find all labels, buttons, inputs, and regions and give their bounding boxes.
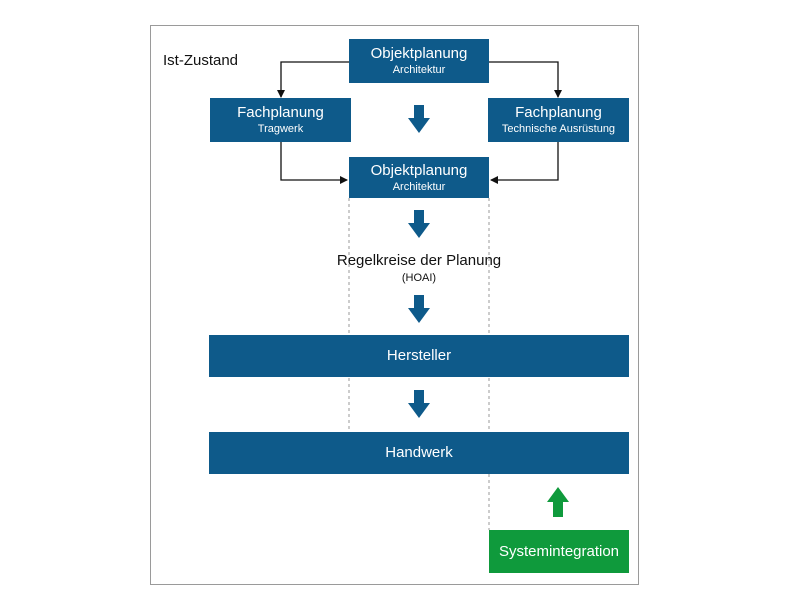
diagram-frame	[150, 25, 639, 585]
handwerk-title: Handwerk	[385, 444, 453, 462]
regelkreise-title: Regelkreise der Planung	[336, 252, 502, 269]
objektplanung-mid-title: Objektplanung	[370, 161, 468, 179]
regelkreise-subtitle: (HOAI)	[401, 272, 437, 284]
objektplanung-mid-subtitle: Architektur	[392, 180, 446, 193]
objektplanung-top-subtitle: Architektur	[392, 64, 446, 77]
fachplanung-tragwerk-title: Fachplanung	[237, 104, 324, 122]
objektplanung-top-box: Objektplanung Architektur	[349, 39, 489, 83]
hersteller-title: Hersteller	[386, 347, 452, 365]
fachplanung-tga-subtitle: Technische Ausrüstung	[501, 123, 616, 136]
fachplanung-tragwerk-box: Fachplanung Tragwerk	[210, 98, 351, 142]
fachplanung-tragwerk-subtitle: Tragwerk	[257, 123, 304, 136]
hersteller-box: Hersteller	[209, 335, 629, 377]
systemintegration-title: Systemintegration	[498, 542, 620, 560]
objektplanung-top-title: Objektplanung	[370, 45, 468, 63]
systemintegration-box: Systemintegration	[489, 530, 629, 573]
objektplanung-mid-box: Objektplanung Architektur	[349, 157, 489, 198]
section-title: Ist-Zustand	[163, 52, 239, 69]
fachplanung-tga-box: Fachplanung Technische Ausrüstung	[488, 98, 629, 142]
fachplanung-tga-title: Fachplanung	[515, 104, 602, 122]
handwerk-box: Handwerk	[209, 432, 629, 474]
